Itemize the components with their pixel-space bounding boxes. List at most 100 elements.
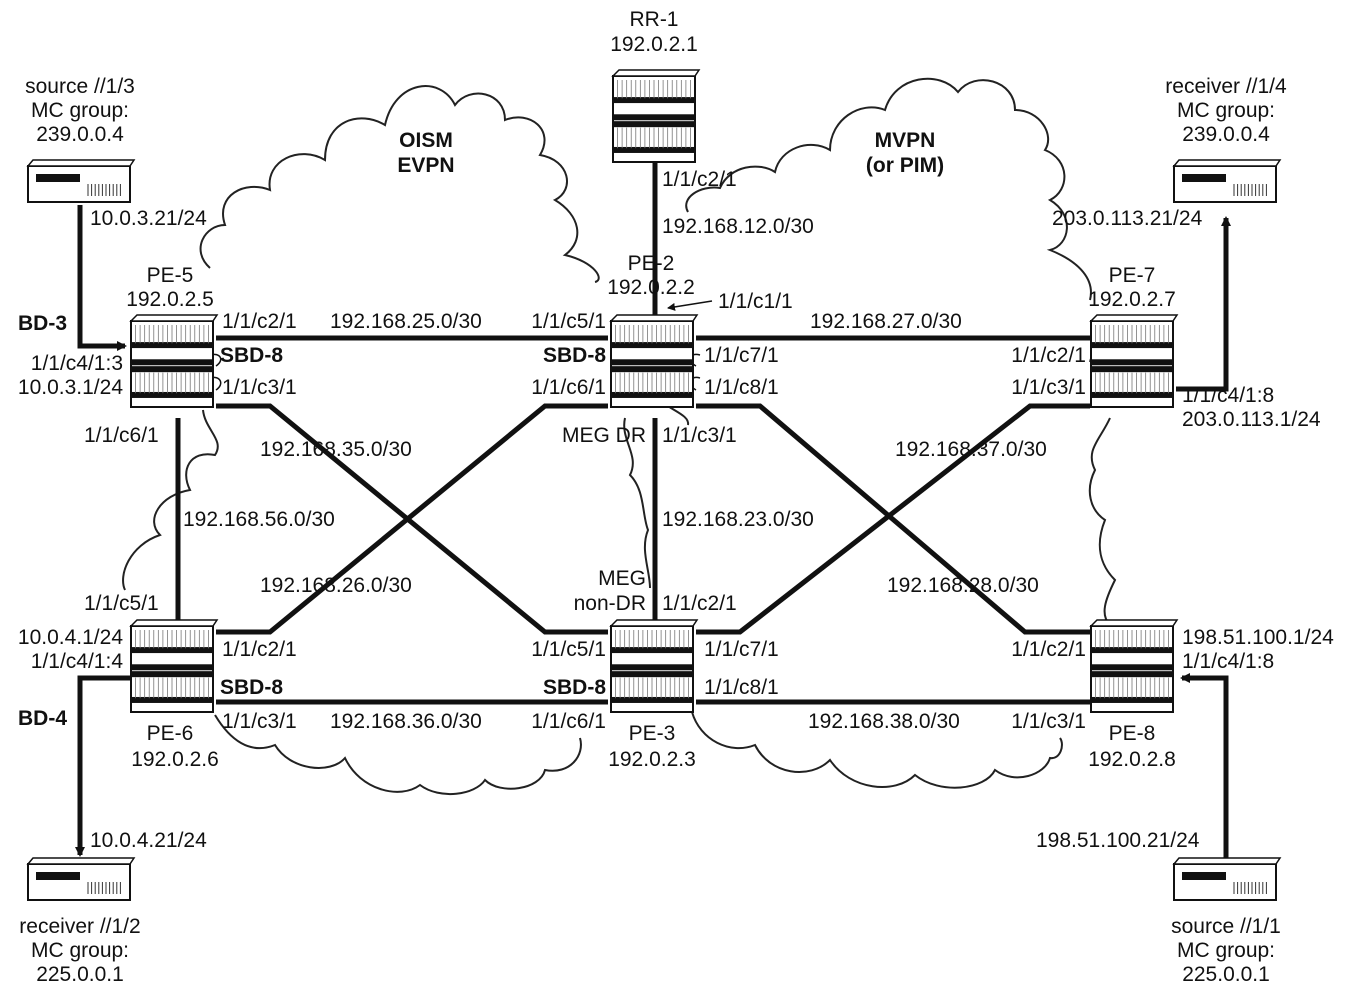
port-pe2-c6: 1/1/c6/1 [531, 376, 606, 399]
cloud-mvpn-line1: MVPN [875, 129, 936, 152]
host-source3-icon [26, 159, 136, 203]
subnet-36: 192.168.36.0/30 [330, 710, 482, 733]
port-pe7-c4: 1/1/c4/1:8 [1182, 384, 1274, 407]
links [175, 160, 1090, 705]
router-pe8-name: PE-8 [1109, 722, 1156, 745]
cloud-mvpn-line2: (or PIM) [866, 154, 944, 177]
tag-non-dr: non-DR [574, 592, 646, 615]
pe2-c1-pointer [667, 300, 713, 311]
link-pe2-pe8 [696, 403, 1090, 635]
pe8-interface-ip: 198.51.100.1/24 [1182, 626, 1334, 649]
subnet-27: 192.168.27.0/30 [810, 310, 962, 333]
subnet-26: 192.168.26.0/30 [260, 574, 412, 597]
router-pe3-ip: 192.0.2.3 [608, 748, 696, 771]
router-pe3-icon [609, 619, 699, 713]
host-source1-line2: MC group: [1177, 939, 1275, 962]
host-receiver2-line2: MC group: [31, 939, 129, 962]
tag-pe6-sbd8: SBD-8 [220, 676, 283, 699]
link-pe6-pe2 [216, 403, 608, 635]
router-pe2-ip: 192.0.2.2 [607, 276, 695, 299]
access-links [75, 205, 1231, 860]
port-pe3-c7: 1/1/c7/1 [704, 638, 779, 661]
host-receiver4-line3: 239.0.0.4 [1182, 123, 1270, 146]
host-source1-line1: source //1/1 [1171, 915, 1281, 938]
port-rr1-c2: 1/1/c2/1 [662, 168, 737, 191]
port-pe7-c2: 1/1/c2/1 [1011, 344, 1086, 367]
cloud-oism-line1: OISM [399, 129, 453, 152]
tag-meg-dr: MEG DR [562, 424, 646, 447]
router-pe2-icon [609, 314, 699, 408]
routers-layer [129, 69, 1179, 713]
port-pe6-c3: 1/1/c3/1 [222, 710, 297, 733]
port-pe6-c4: 1/1/c4/1:4 [31, 650, 124, 673]
port-pe8-c4: 1/1/c4/1:8 [1182, 650, 1274, 673]
port-pe3-c6: 1/1/c6/1 [531, 710, 606, 733]
host-source3-line1: source //1/3 [25, 75, 135, 98]
port-pe5-c4: 1/1/c4/1:3 [31, 352, 123, 375]
host-source1-ip: 198.51.100.21/24 [1036, 829, 1200, 852]
port-pe2-c8: 1/1/c8/1 [704, 376, 779, 399]
port-pe5-c3: 1/1/c3/1 [222, 376, 297, 399]
router-pe6-ip: 192.0.2.6 [131, 748, 219, 771]
router-rr1-name: RR-1 [629, 8, 678, 31]
tag-bd4: BD-4 [18, 707, 67, 730]
subnet-12: 192.168.12.0/30 [662, 215, 814, 238]
link-source1-pe8 [1180, 673, 1229, 860]
port-pe2-c5: 1/1/c5/1 [531, 310, 606, 333]
port-pe3-c8: 1/1/c8/1 [704, 676, 779, 699]
router-pe6-name: PE-6 [147, 722, 194, 745]
tag-meg: MEG [598, 567, 646, 590]
link-pe6-receiver2 [75, 675, 130, 857]
router-pe5-icon [129, 314, 219, 408]
router-rr1-ip: 192.0.2.1 [610, 33, 698, 56]
subnet-38: 192.168.38.0/30 [808, 710, 960, 733]
tag-pe3-sbd8: SBD-8 [543, 676, 606, 699]
host-receiver4-icon [1172, 159, 1282, 203]
port-pe5-c6: 1/1/c6/1 [84, 424, 159, 447]
router-pe7-name: PE-7 [1109, 264, 1156, 287]
port-pe3-c5: 1/1/c5/1 [531, 638, 606, 661]
host-source1-line3: 225.0.0.1 [1182, 963, 1270, 986]
port-pe8-c2: 1/1/c2/1 [1011, 638, 1086, 661]
subnet-25: 192.168.25.0/30 [330, 310, 482, 333]
router-pe3-name: PE-3 [629, 722, 676, 745]
router-rr1-icon [611, 69, 701, 163]
hosts-layer [26, 159, 1282, 901]
host-source3-line2: MC group: [31, 99, 129, 122]
router-pe6-icon [129, 619, 219, 713]
pe7-interface-ip: 203.0.113.1/24 [1182, 408, 1321, 431]
router-pe7-icon [1089, 314, 1179, 408]
link-source3-pe5 [77, 205, 127, 351]
oism-evpn-cloud [122, 85, 651, 796]
host-source3-line3: 239.0.0.4 [36, 123, 124, 146]
router-pe5-ip: 192.0.2.5 [126, 288, 214, 311]
host-receiver2-line1: receiver //1/2 [19, 915, 140, 938]
port-pe2-c7: 1/1/c7/1 [704, 344, 779, 367]
subnet-23: 192.168.23.0/30 [662, 508, 814, 531]
host-receiver4-line2: MC group: [1177, 99, 1275, 122]
router-pe7-ip: 192.0.2.7 [1088, 288, 1176, 311]
port-pe8-c3: 1/1/c3/1 [1011, 710, 1086, 733]
port-pe6-c2: 1/1/c2/1 [222, 638, 297, 661]
port-pe2-c3: 1/1/c3/1 [662, 424, 737, 447]
subnet-28: 192.168.28.0/30 [887, 574, 1039, 597]
subnet-35: 192.168.35.0/30 [260, 438, 412, 461]
tag-pe2-sbd8: SBD-8 [543, 344, 606, 367]
host-receiver2-line3: 225.0.0.1 [36, 963, 124, 986]
host-receiver2-ip: 10.0.4.21/24 [90, 829, 207, 852]
subnet-56: 192.168.56.0/30 [183, 508, 335, 531]
port-pe2-c1: 1/1/c1/1 [718, 290, 793, 313]
router-pe5-name: PE-5 [147, 264, 194, 287]
pe5-interface-ip: 10.0.3.1/24 [18, 376, 123, 399]
mvpn-pim-cloud [659, 77, 1117, 789]
router-pe8-icon [1089, 619, 1179, 713]
tag-pe5-sbd8: SBD-8 [220, 344, 283, 367]
subnet-37: 192.168.37.0/30 [895, 438, 1047, 461]
host-receiver2-icon [26, 857, 136, 901]
host-source3-ip: 10.0.3.21/24 [90, 207, 207, 230]
pe6-interface-ip: 10.0.4.1/24 [18, 626, 123, 649]
router-pe2-name: PE-2 [628, 252, 675, 275]
host-source1-icon [1172, 857, 1282, 901]
